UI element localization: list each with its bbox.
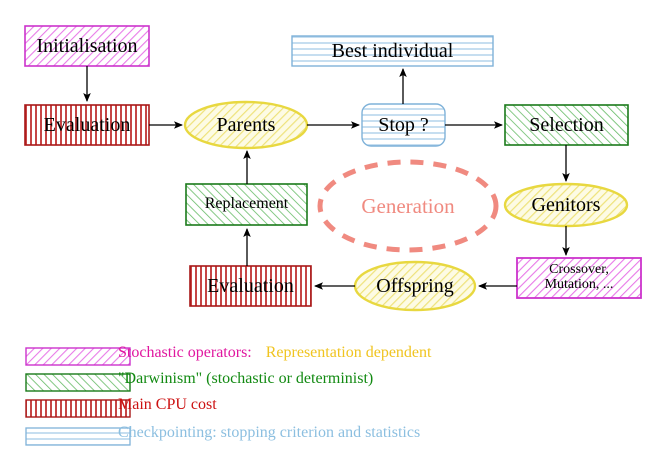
legend-row-darwinism: "Darwinism" (stochastic or determinist) xyxy=(0,370,662,394)
legend-swatch-magenta xyxy=(25,347,131,366)
legend-row-cpu-cost: Main CPU cost xyxy=(0,396,662,420)
node-replacement[interactable] xyxy=(185,183,308,226)
legend-text-cpu-cost: Main CPU cost xyxy=(118,396,217,413)
node-parents[interactable] xyxy=(183,100,309,150)
legend-row-stochastic: Stochastic operators: Representation depe… xyxy=(0,344,662,368)
legend-swatch-red xyxy=(25,399,131,418)
node-offspring[interactable] xyxy=(353,260,477,312)
node-crossover-mutation[interactable] xyxy=(516,257,642,299)
legend-text-darwinism: "Darwinism" (stochastic or determinist) xyxy=(118,370,374,387)
node-evaluation-top[interactable] xyxy=(24,104,150,146)
legend-text-checkpointing: Checkpointing: stopping criterion and st… xyxy=(118,424,421,441)
node-evaluation-bottom[interactable] xyxy=(189,265,312,307)
node-selection[interactable] xyxy=(504,104,629,146)
legend-stochastic-secondary: Representation dependent xyxy=(265,344,432,361)
node-generation-cycle xyxy=(317,159,499,253)
legend-swatch-blue xyxy=(25,427,131,446)
legend-swatch-green xyxy=(25,373,131,392)
label-generation: Generation xyxy=(361,193,455,218)
legend-text-stochastic: Stochastic operators: Representation depe… xyxy=(118,344,431,362)
node-genitors[interactable] xyxy=(503,182,629,228)
legend-stochastic-primary: Stochastic operators: xyxy=(118,344,252,361)
node-initialisation[interactable] xyxy=(24,25,150,67)
node-stop[interactable] xyxy=(361,103,446,147)
node-best-individual[interactable] xyxy=(291,35,494,67)
legend-row-checkpointing: Checkpointing: stopping criterion and st… xyxy=(0,424,662,448)
